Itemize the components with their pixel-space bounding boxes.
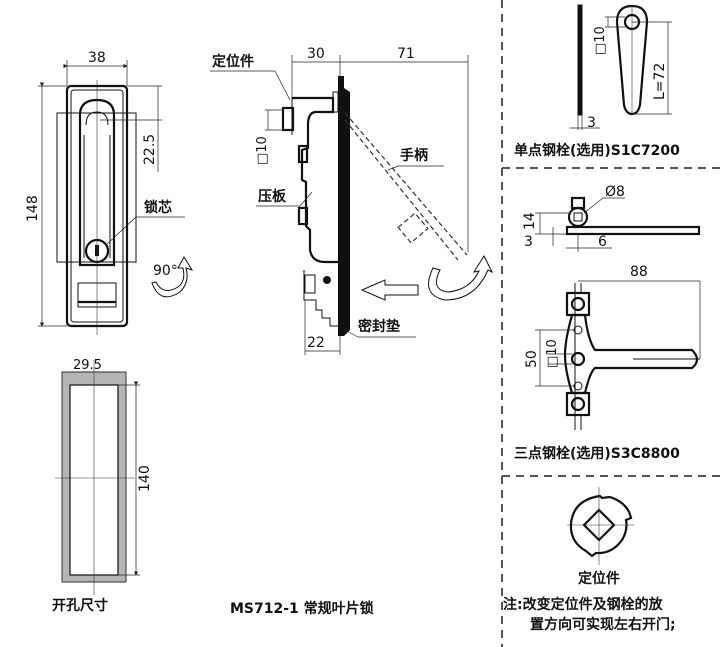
drawing-title: MS712-1 常规叶片锁 — [230, 600, 374, 617]
single-square-dimension: □10 — [593, 26, 608, 55]
thickness-dimension: 3 — [587, 115, 596, 131]
side-square-dimension: □10 — [255, 136, 270, 165]
bolt-offset-dimension: 3 — [524, 234, 533, 250]
side-view: 30 71 定位件 □10 手柄 压板 密封垫 22 — [210, 46, 494, 355]
panel-plate — [338, 76, 350, 336]
bolt-bar — [565, 225, 701, 236]
cutout-width-dimension: 29.5 — [73, 358, 102, 373]
positioner-label: 定位件 — [212, 53, 254, 70]
single-bolt-view: 3 □10 L=72 单点钢栓(选用)S1C7200 — [514, 4, 680, 159]
rotation-label: 90° — [153, 263, 178, 279]
height-dimension: 148 — [25, 195, 41, 222]
three-point-height-dimension: 50 — [524, 350, 540, 368]
positioner-label: 定位件 — [578, 570, 620, 587]
cutout-label: 开孔尺寸 — [52, 597, 108, 614]
bolt-detail-view: Ø8 14 3 6 — [522, 184, 701, 252]
positioner-nut — [281, 106, 295, 132]
three-point-bolt-view: 88 50 □10 三点钢栓(选用)S3C8800 — [514, 264, 701, 462]
diameter-dimension: Ø8 — [605, 184, 625, 200]
depth-dimension: 30 — [307, 46, 325, 62]
positioner-outline — [569, 494, 633, 558]
bolt-height-dimension: 14 — [522, 212, 538, 230]
three-point-length-dimension: 88 — [630, 264, 648, 280]
cutout-height-dimension: 140 — [137, 465, 153, 492]
insert-arrow-icon — [360, 279, 419, 301]
pressure-plate-label: 压板 — [258, 188, 287, 205]
three-point-lever — [563, 313, 699, 395]
width-dimension: 38 — [88, 50, 106, 66]
positioner-view: 定位件 注:改变定位件及钢栓的放 置方向可实现左右开门; — [503, 487, 676, 633]
handle-label: 手柄 — [400, 147, 428, 164]
handle-reach-dimension: 71 — [397, 46, 415, 62]
rotate-arrow-icon — [428, 254, 494, 301]
cutout-view: 29.5 140 开孔尺寸 — [52, 358, 153, 614]
note-line-2: 置方向可实现左右开门; — [530, 616, 676, 633]
three-point-bolt-caption: 三点钢栓(选用)S3C8800 — [514, 445, 680, 462]
handle-outline — [78, 98, 116, 267]
housing-outline — [292, 96, 338, 264]
offset-dimension: 22.5 — [142, 134, 158, 165]
front-view: 38 148 22.5 锁芯 90° — [25, 50, 194, 335]
bolt-width-dimension: 6 — [598, 234, 607, 250]
single-bolt-lever — [615, 4, 649, 116]
bottom-dimension: 22 — [307, 335, 325, 351]
lock-core-label: 锁芯 — [144, 199, 172, 216]
length-dimension: L=72 — [652, 63, 668, 100]
note-line-1: 注:改变定位件及钢栓的放 — [503, 596, 664, 613]
rotate-arrow-icon — [151, 256, 194, 298]
three-point-square-dimension: □10 — [545, 339, 560, 368]
gasket-label: 密封垫 — [357, 318, 400, 335]
single-bolt-caption: 单点钢栓(选用)S1C7200 — [514, 142, 680, 159]
